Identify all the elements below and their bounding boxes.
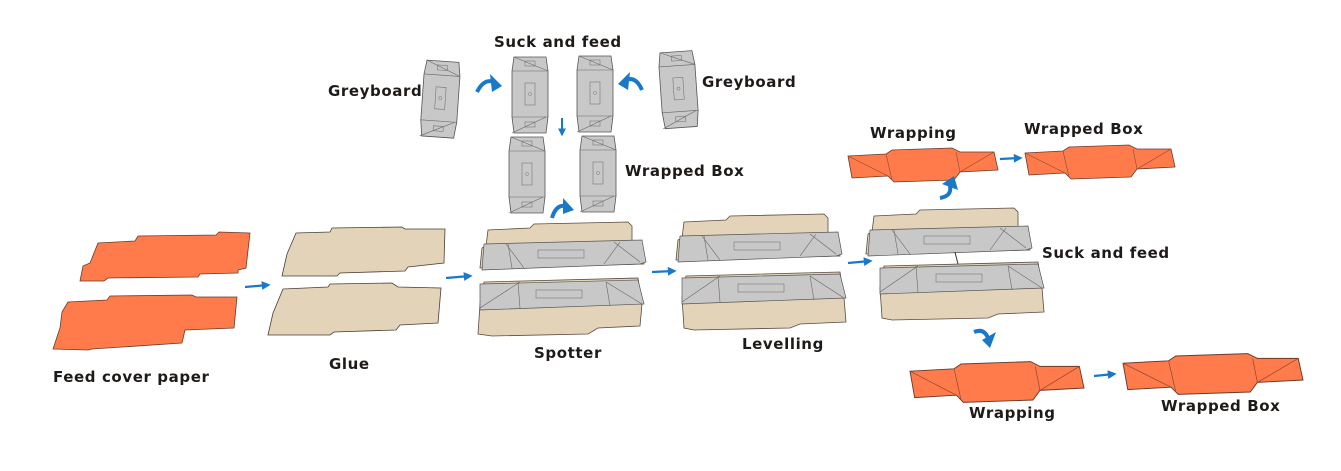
greyboard-left	[419, 59, 462, 139]
label-wrapping-top: Wrapping	[870, 124, 957, 142]
spotter-piece-1	[479, 221, 647, 271]
label-suck-and-feed-right: Suck and feed	[1042, 244, 1170, 262]
suck-feed-connector	[954, 251, 959, 265]
arrow-spotter-to-levelling	[651, 266, 677, 276]
spotter-piece-2	[477, 277, 645, 337]
arrow-levelling-to-suck	[847, 257, 873, 266]
label-levelling: Levelling	[742, 335, 824, 353]
label-wrapped-box-mid: Wrapped Box	[625, 162, 745, 180]
label-spotter: Spotter	[534, 344, 602, 362]
label-wrapping-bottom: Wrapping	[969, 404, 1056, 422]
label-suck-and-feed-top: Suck and feed	[494, 33, 622, 51]
greyboard-wrapped-1	[508, 136, 546, 214]
label-glue: Glue	[329, 355, 370, 373]
curved-arrow-greyboard-right	[618, 72, 644, 91]
greyboard-suck-2	[576, 55, 614, 133]
wrapped-box-bottom-piece	[1122, 353, 1304, 395]
greyboard-wrapped-2	[579, 135, 617, 213]
wrapping-top-piece	[847, 147, 999, 183]
glue-sheet-1	[281, 226, 446, 277]
arrow-wrapping-top	[999, 153, 1023, 163]
curved-arrow-to-wrapping-bottom	[973, 328, 996, 348]
wrapped-box-top-piece	[1024, 144, 1176, 180]
arrow-cover-to-glue	[244, 281, 271, 290]
label-wrapped-box-bottom: Wrapped Box	[1161, 397, 1281, 415]
curved-arrow-to-spotter	[550, 198, 574, 219]
label-wrapped-box-top: Wrapped Box	[1024, 120, 1144, 138]
greyboard-suck-1	[511, 56, 549, 134]
greyboard-right	[657, 50, 700, 130]
arrow-wrapping-bottom	[1093, 370, 1117, 379]
label-greyboard-left: Greyboard	[328, 82, 423, 100]
cover-paper-sheet-1	[79, 231, 251, 282]
label-greyboard-right: Greyboard	[702, 73, 797, 91]
wrapping-bottom-piece	[909, 361, 1085, 403]
label-feed-cover-paper: Feed cover paper	[53, 368, 210, 386]
levelling-piece-2	[681, 271, 847, 331]
levelling-piece-1	[675, 213, 843, 263]
cover-paper-sheet-2	[52, 294, 238, 351]
curved-arrow-greyboard-left	[475, 74, 502, 93]
glue-sheet-2	[267, 282, 442, 336]
curved-arrow-to-wrapping-top	[939, 176, 958, 200]
suck-feed-piece-1	[865, 207, 1033, 257]
suck-feed-piece-2	[879, 261, 1045, 321]
arrow-glue-to-spotter	[445, 272, 473, 281]
